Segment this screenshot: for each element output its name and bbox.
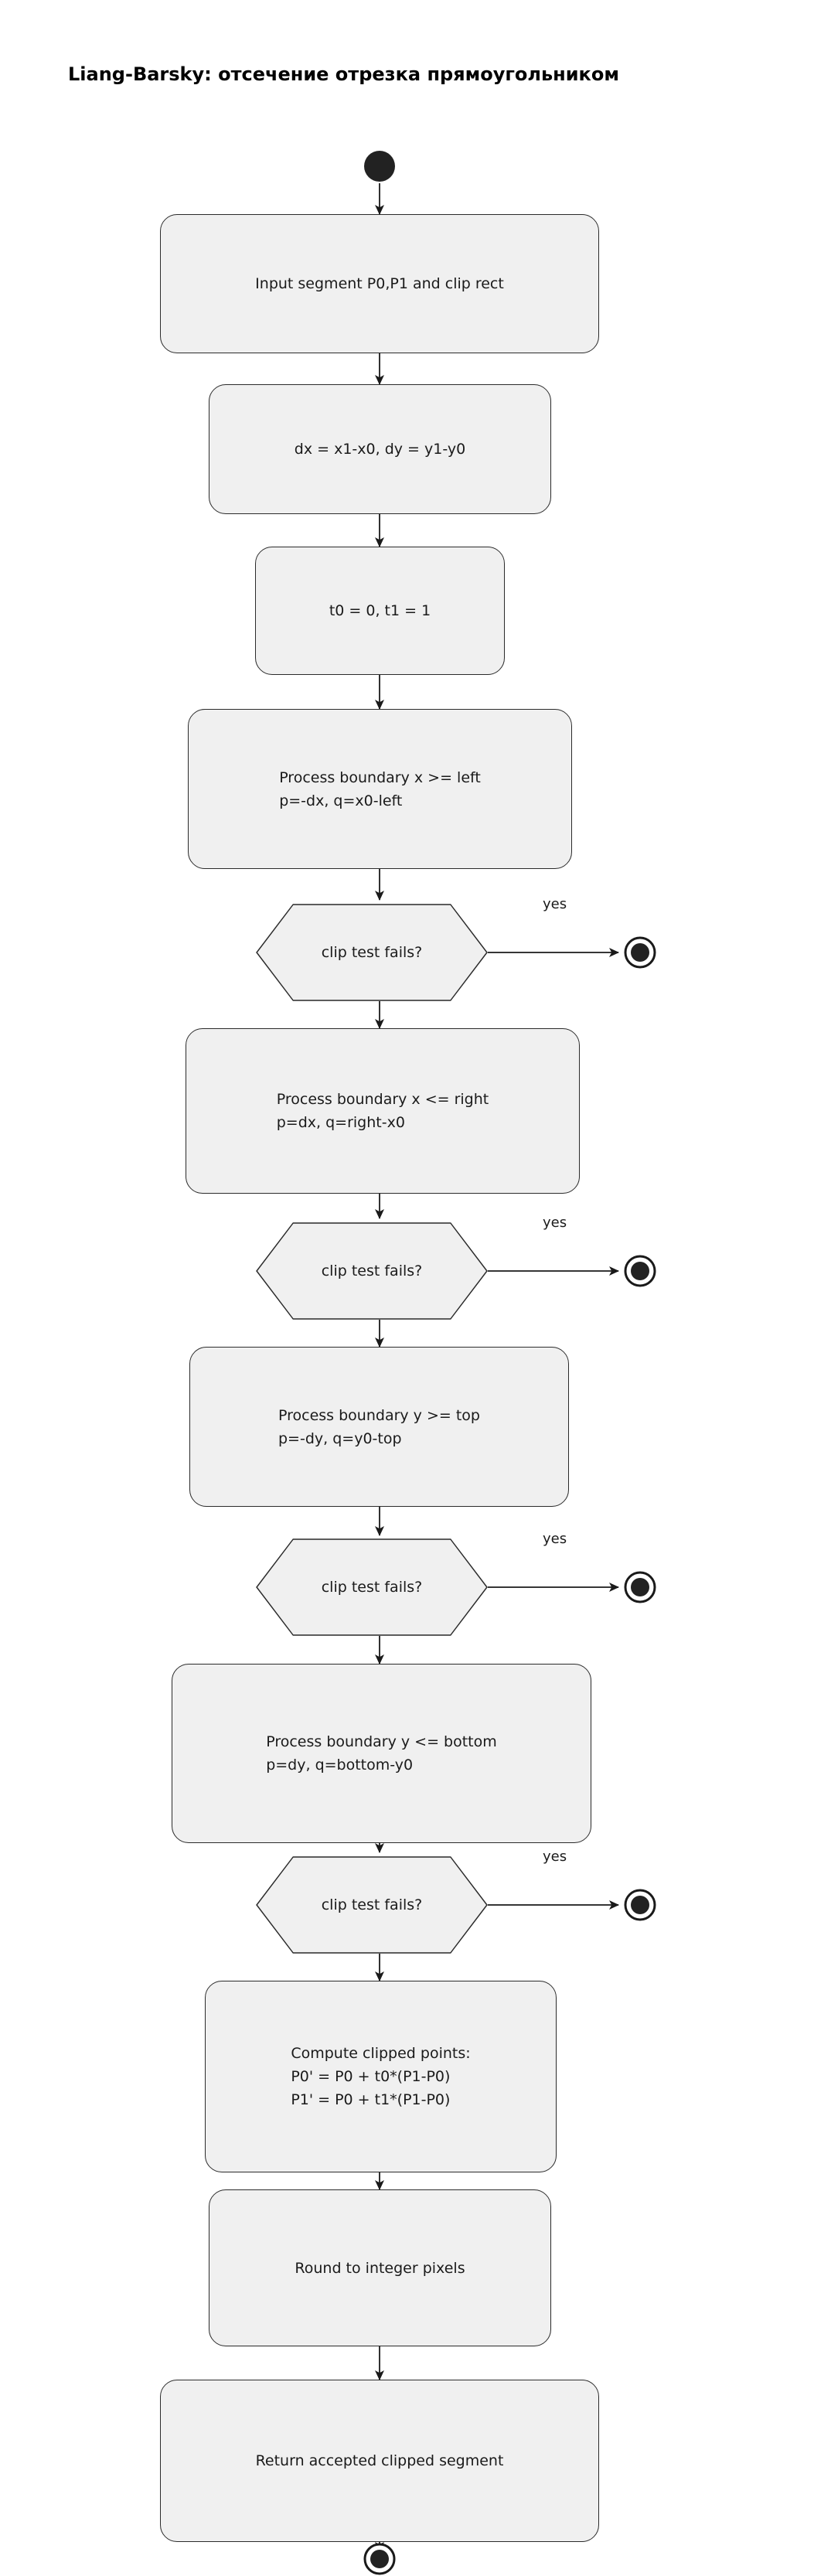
activity-label: Round to integer pixels	[295, 2259, 465, 2277]
activity-node-return-segment[interactable]: Return accepted clipped segment	[160, 2380, 599, 2542]
edge-label-yes-4: yes	[543, 1849, 567, 1865]
hexagon-outline	[256, 1856, 488, 1954]
decision-node-clip-test-2[interactable]: clip test fails?	[256, 1222, 488, 1320]
page-title: Liang-Barsky: отсечение отрезка прямоуго…	[68, 63, 619, 85]
final-node-4	[624, 1889, 656, 1921]
activity-node-compute-clipped-points[interactable]: Compute clipped points: P0' = P0 + t0*(P…	[205, 1981, 557, 2172]
activity-node-boundary-right[interactable]: Process boundary x <= right p=dx, q=righ…	[186, 1028, 580, 1194]
activity-node-init-t[interactable]: t0 = 0, t1 = 1	[255, 547, 505, 675]
hexagon-outline	[256, 1538, 488, 1636]
activity-label: Input segment P0,P1 and clip rect	[255, 275, 504, 292]
activity-node-boundary-bottom[interactable]: Process boundary y <= bottom p=dy, q=bot…	[172, 1664, 591, 1843]
final-node-main	[363, 2543, 396, 2575]
start-node	[364, 151, 395, 182]
hexagon-outline	[256, 1222, 488, 1320]
hexagon-outline	[256, 904, 488, 1001]
decision-label: clip test fails?	[321, 1579, 423, 1596]
activity-node-input-segment[interactable]: Input segment P0,P1 and clip rect	[160, 214, 599, 353]
activity-label: Return accepted clipped segment	[255, 2452, 504, 2469]
decision-node-clip-test-4[interactable]: clip test fails?	[256, 1856, 488, 1954]
activity-node-deltas[interactable]: dx = x1-x0, dy = y1-y0	[209, 384, 551, 514]
activity-label: Process boundary y <= bottom p=dy, q=bot…	[266, 1733, 497, 1774]
activity-node-round-pixels[interactable]: Round to integer pixels	[209, 2189, 551, 2346]
final-node-1	[624, 936, 656, 969]
activity-label: dx = x1-x0, dy = y1-y0	[294, 441, 466, 458]
decision-node-clip-test-3[interactable]: clip test fails?	[256, 1538, 488, 1636]
decision-label: clip test fails?	[321, 1262, 423, 1279]
activity-label: t0 = 0, t1 = 1	[329, 602, 431, 619]
edge-label-yes-1: yes	[543, 896, 567, 912]
activity-label: Process boundary y >= top p=-dy, q=y0-to…	[278, 1406, 480, 1447]
activity-node-boundary-left[interactable]: Process boundary x >= left p=-dx, q=x0-l…	[188, 709, 572, 869]
activity-label: Compute clipped points: P0' = P0 + t0*(P…	[291, 2045, 471, 2108]
final-node-3	[624, 1571, 656, 1603]
decision-label: clip test fails?	[321, 944, 423, 961]
decision-label: clip test fails?	[321, 1896, 423, 1913]
final-node-2	[624, 1255, 656, 1287]
activity-label: Process boundary x >= left p=-dx, q=x0-l…	[279, 768, 481, 809]
activity-node-boundary-top[interactable]: Process boundary y >= top p=-dy, q=y0-to…	[189, 1347, 569, 1507]
activity-label: Process boundary x <= right p=dx, q=righ…	[276, 1091, 489, 1131]
edge-label-yes-3: yes	[543, 1531, 567, 1547]
decision-node-clip-test-1[interactable]: clip test fails?	[256, 904, 488, 1001]
edge-label-yes-2: yes	[543, 1215, 567, 1231]
